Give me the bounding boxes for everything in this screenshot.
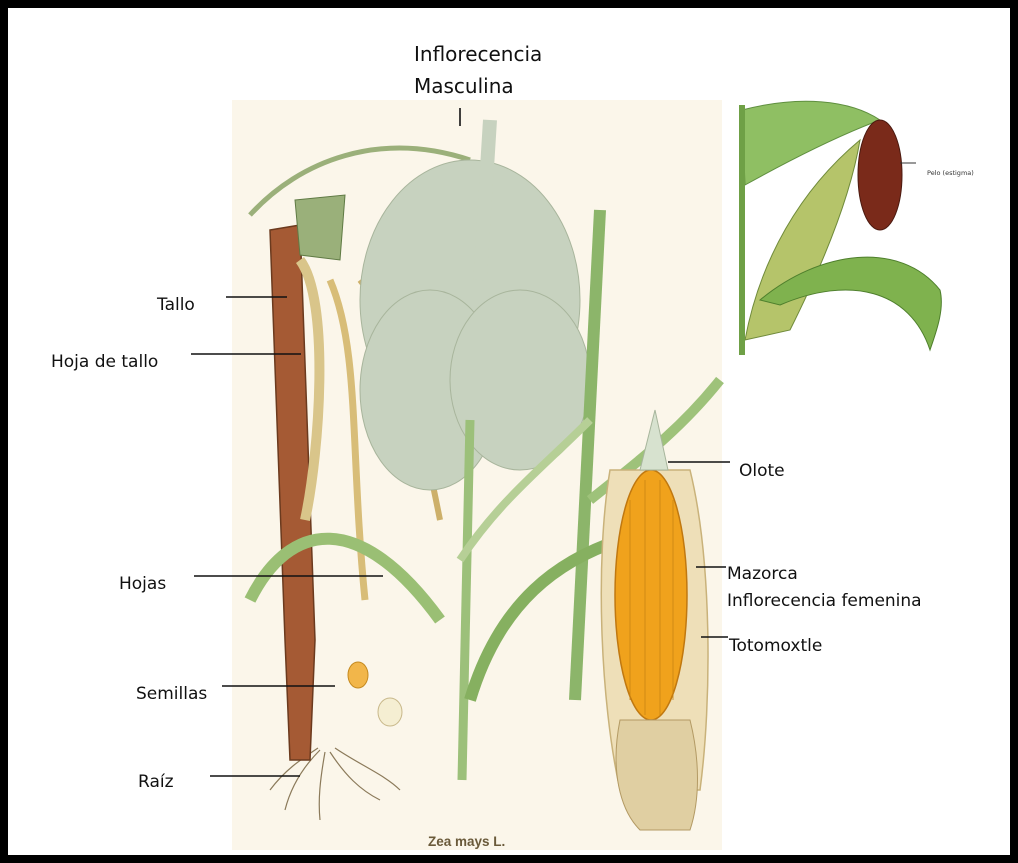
male-inflorescence-line-1: Inflorecencia (414, 38, 542, 70)
tassel-spike (480, 120, 490, 280)
raiz-label: Raíz (138, 772, 174, 792)
maize-botanical-illustration (8, 8, 1010, 855)
seed-1 (348, 662, 368, 688)
male-inflorescence-label: Inflorecencia Masculina (414, 38, 542, 102)
olote-label: Olote (739, 460, 785, 482)
tallo-label: Tallo (157, 295, 195, 315)
seed-2 (378, 698, 402, 726)
species-caption: Zea mays L. (428, 834, 505, 849)
ear-base (616, 720, 697, 830)
female-inflorescence-label: Inflorecencia femenina (727, 590, 922, 612)
hojas-label: Hojas (119, 574, 166, 594)
mazorca-label: Mazorca (727, 563, 798, 585)
inset-ear-silk (738, 98, 968, 360)
totomoxtle-label: Totomoxtle (729, 635, 822, 657)
pelo-label: Pelo (estigma) (927, 169, 974, 177)
stalk-sheath (295, 195, 345, 260)
inset-silk (858, 120, 902, 230)
hoja-de-tallo-label: Hoja de tallo (51, 352, 158, 372)
cob (615, 470, 687, 720)
semillas-label: Semillas (136, 684, 207, 704)
male-inflorescence-line-2: Masculina (414, 70, 542, 102)
